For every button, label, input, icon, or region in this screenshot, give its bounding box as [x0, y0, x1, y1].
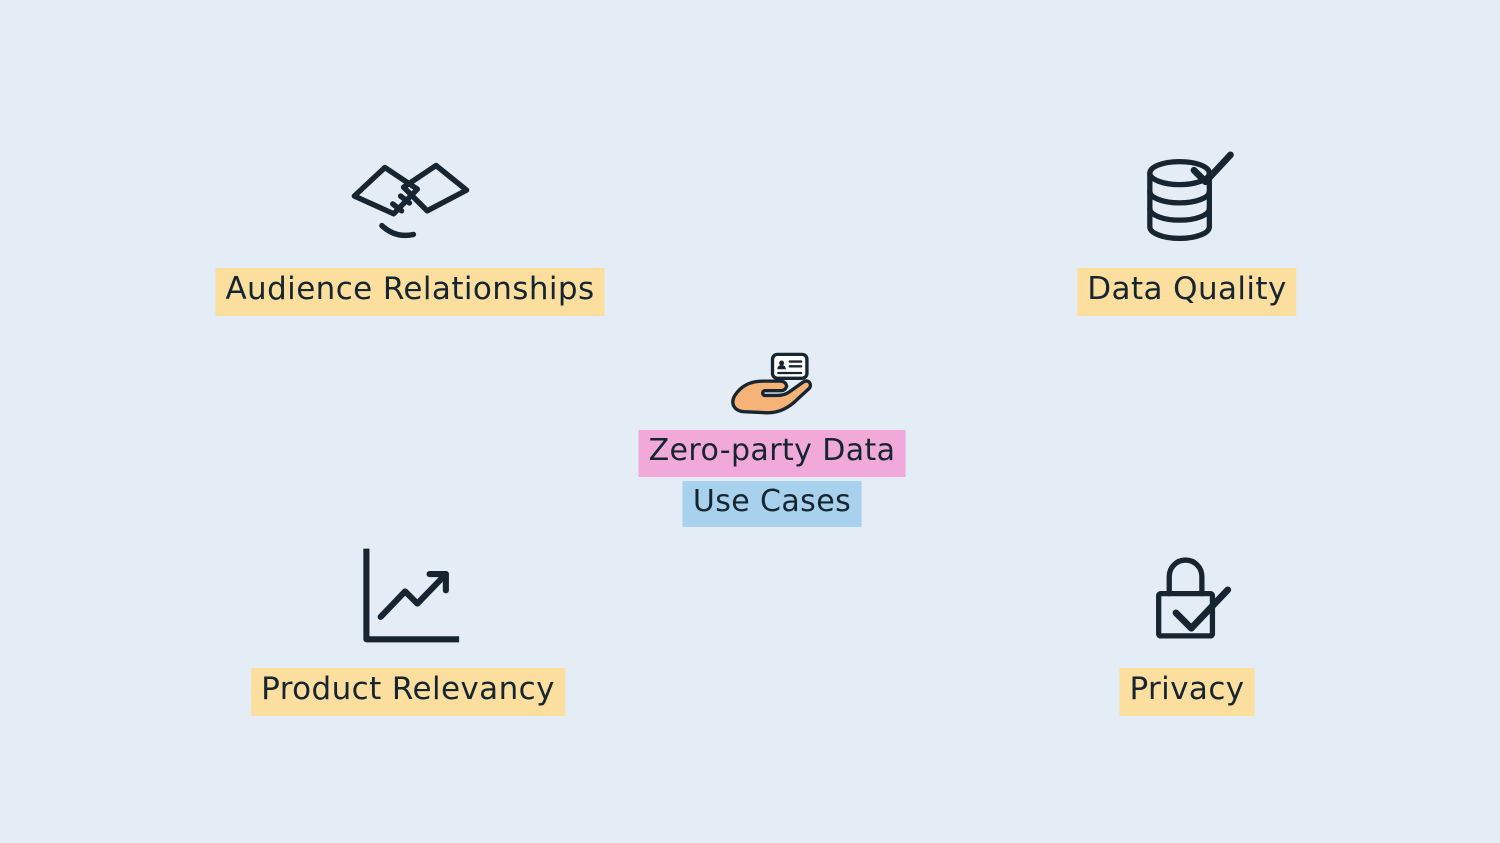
node-data-quality: Data Quality: [1077, 150, 1297, 316]
database-check-icon: [1139, 150, 1235, 250]
data-quality-label: Data Quality: [1077, 268, 1297, 316]
audience-relationships-label: Audience Relationships: [215, 268, 605, 316]
handshake-icon: [346, 150, 474, 250]
id-card-shape: [771, 352, 810, 380]
center-title-line1: Zero-party Data: [638, 430, 906, 477]
privacy-label: Privacy: [1119, 668, 1255, 716]
chart-growth-icon: [354, 545, 462, 650]
node-center-title: Zero-party Data Use Cases: [638, 352, 906, 528]
hand-shape: [731, 379, 813, 415]
node-audience-relationships: Audience Relationships: [215, 150, 605, 316]
hand-holding-id-card-icon: [729, 352, 815, 416]
lock-check-icon: [1139, 545, 1235, 650]
product-relevancy-label: Product Relevancy: [251, 668, 565, 716]
node-privacy: Privacy: [1119, 545, 1255, 716]
node-product-relevancy: Product Relevancy: [251, 545, 565, 716]
center-title-line2: Use Cases: [682, 480, 862, 528]
